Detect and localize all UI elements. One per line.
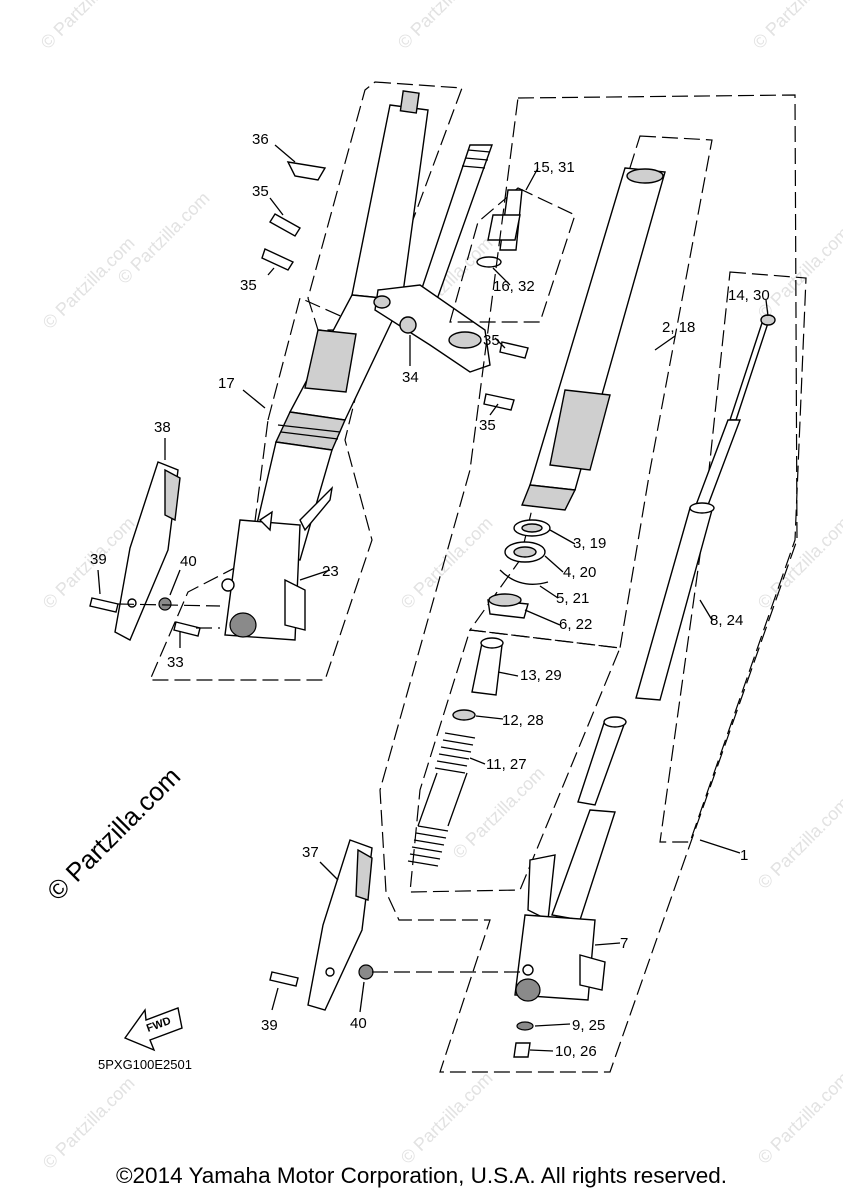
callout-3-19: 3, 19 (573, 535, 606, 552)
fork-guard-37 (269, 839, 520, 1013)
watermark: © Partzilla.com (749, 0, 843, 53)
callout-2-18: 2, 18 (662, 319, 695, 336)
callout-13-29: 13, 29 (520, 667, 562, 684)
callout-35: 35 (252, 183, 269, 200)
callout-16-32: 16, 32 (493, 278, 535, 295)
callout-labels: 36 35 35 35 35 34 17 38 39 40 23 33 15, … (90, 131, 770, 1060)
watermark: © Partzilla.com (449, 763, 549, 863)
watermark: © Partzilla.com (754, 1068, 843, 1168)
callout-6-22: 6, 22 (559, 616, 592, 633)
callout-15-31: 15, 31 (533, 159, 575, 176)
callout-34: 34 (402, 369, 419, 386)
callout-40: 40 (350, 1015, 367, 1032)
callout-11-27: 11, 27 (486, 756, 527, 773)
callout-12-28: 12, 28 (502, 712, 544, 729)
watermark: © Partzilla.com (394, 0, 494, 53)
callout-1: 1 (740, 847, 748, 864)
callout-8-24: 8, 24 (710, 612, 743, 629)
callout-10-26: 10, 26 (555, 1043, 597, 1060)
watermark: © Partzilla.com (37, 0, 137, 53)
callout-36: 36 (252, 131, 269, 148)
partzilla-watermark: © Partzilla.com (41, 761, 186, 906)
forward-direction-arrow: FWD (123, 1007, 183, 1052)
copyright-footer: ©2014 Yamaha Motor Corporation, U.S.A. A… (115, 1163, 728, 1188)
callout-39: 39 (90, 551, 107, 568)
diagram-code: 5PXG100E2501 (98, 1057, 192, 1072)
watermark: © Partzilla.com (754, 793, 843, 893)
callout-35: 35 (479, 417, 496, 434)
right-fork-assembly (379, 94, 807, 1073)
watermark: © Partzilla.com (754, 513, 843, 613)
watermark: © Partzilla.com (397, 513, 497, 613)
callout-5-21: 5, 21 (556, 590, 589, 607)
callout-7: 7 (620, 935, 628, 952)
callout-17: 17 (218, 375, 235, 392)
fork-spring-upper (407, 732, 476, 867)
callout-39: 39 (261, 1017, 278, 1034)
callout-23: 23 (322, 563, 339, 580)
callout-38: 38 (154, 419, 171, 436)
watermark: © Partzilla.com (39, 1073, 139, 1173)
callout-35: 35 (483, 332, 500, 349)
callout-14-30: 14, 30 (728, 287, 770, 304)
callout-33: 33 (167, 654, 184, 671)
callout-37: 37 (302, 844, 319, 861)
watermark-layer: © Partzilla.com © Partzilla.com © Partzi… (37, 0, 843, 1173)
fork-guard-38 (89, 438, 221, 648)
callout-9-25: 9, 25 (572, 1017, 605, 1034)
callout-35: 35 (240, 277, 257, 294)
watermark: © Partzilla.com (397, 1068, 497, 1168)
left-fork-assembly (149, 81, 576, 681)
callout-40: 40 (180, 553, 197, 570)
callout-4-20: 4, 20 (563, 564, 596, 581)
